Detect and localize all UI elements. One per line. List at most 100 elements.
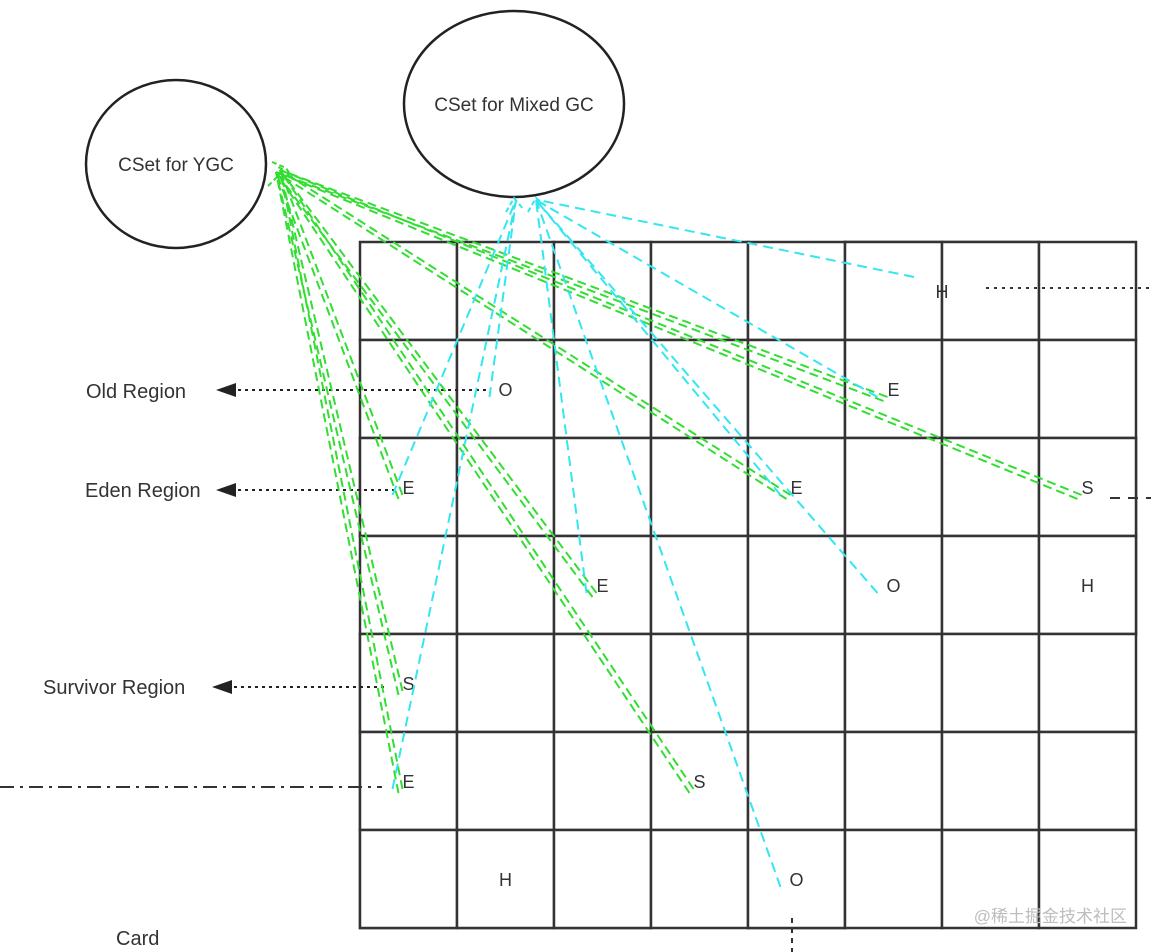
ygc-cset-links — [275, 169, 1082, 794]
ygc-link-line — [279, 169, 888, 398]
empty-region-cell — [940, 338, 1041, 440]
old-region-pointer — [216, 383, 490, 397]
region-h-label: H — [1081, 576, 1094, 596]
mixed-link-line — [535, 199, 782, 888]
empty-region-cell — [455, 436, 556, 538]
empty-region-cell — [455, 338, 556, 440]
empty-region-cell — [843, 436, 944, 538]
empty-region-cell — [1037, 730, 1138, 832]
ygc-arrowhead-icon — [267, 161, 295, 187]
empty-region-cell — [940, 240, 1041, 342]
empty-region-cell — [746, 436, 847, 538]
cset-ygc-label: CSet for YGC — [118, 155, 234, 176]
region-e-label: E — [887, 380, 899, 400]
empty-region-cell — [649, 436, 750, 538]
ygc-link-line — [279, 169, 695, 790]
ygc-link-line — [279, 169, 792, 496]
empty-region-cell — [552, 828, 653, 930]
empty-region-cell — [455, 730, 556, 832]
ygc-link-line — [275, 171, 884, 402]
eden-region-pointer — [216, 483, 395, 497]
empty-region-cell — [940, 730, 1041, 832]
cset-ygc-circle — [84, 78, 268, 250]
empty-region-cell — [940, 534, 1041, 636]
empty-region-cell — [358, 730, 459, 832]
ygc-link-line — [279, 169, 404, 692]
empty-region-cell — [746, 240, 847, 342]
mixed-link-line — [488, 199, 517, 398]
region-e-label: E — [790, 478, 802, 498]
region-o-label: O — [498, 380, 512, 400]
region-s-label: S — [693, 772, 705, 792]
arrowhead-icon — [212, 680, 232, 694]
cset-mixed-label: CSet for Mixed GC — [434, 95, 593, 116]
empty-region-cell — [746, 534, 847, 636]
empty-region-cell — [552, 534, 653, 636]
region-s-label: S — [402, 674, 414, 694]
empty-region-cell — [843, 828, 944, 930]
empty-region-cell — [940, 436, 1041, 538]
mixed-arrowhead-icon — [505, 196, 547, 213]
empty-region-cell — [1037, 828, 1138, 930]
ygc-link-line — [275, 171, 594, 598]
empty-region-cell — [940, 632, 1041, 734]
mixed-cset-links — [391, 199, 915, 888]
ygc-link-line — [279, 169, 1082, 496]
empty-region-cell — [1037, 338, 1138, 440]
empty-region-cell — [1037, 436, 1138, 538]
ygc-link-line — [275, 171, 1078, 500]
ygc-link-line — [279, 169, 404, 790]
empty-region-cell — [358, 436, 459, 538]
cset-mixed-node: CSet for Mixed GC — [402, 9, 626, 199]
empty-region-cell — [649, 632, 750, 734]
empty-region-cell — [843, 240, 944, 342]
empty-region-cell — [358, 828, 459, 930]
empty-region-cell — [552, 730, 653, 832]
empty-region-cell — [649, 240, 750, 342]
empty-region-cell — [649, 338, 750, 440]
region-e-label: E — [402, 772, 414, 792]
region-o-label: O — [789, 870, 803, 890]
empty-region-cell — [746, 730, 847, 832]
region-s-label: S — [1081, 478, 1093, 498]
empty-region-cell — [1037, 632, 1138, 734]
region-e-label: E — [402, 478, 414, 498]
mixed-link-line — [535, 199, 879, 594]
empty-region-cell — [649, 828, 750, 930]
empty-region-cell — [843, 730, 944, 832]
arrowhead-icon — [216, 383, 236, 397]
region-o-label: O — [886, 576, 900, 596]
cset-ygc-node: CSet for YGC — [84, 78, 268, 250]
empty-region-cell — [455, 632, 556, 734]
ygc-link-line — [279, 169, 598, 594]
empty-region-cell — [843, 632, 944, 734]
empty-region-cell — [746, 632, 847, 734]
survivor-region-label: Survivor Region — [43, 677, 185, 699]
region-h-label: H — [936, 282, 949, 302]
survivor-region-pointer — [212, 680, 385, 694]
empty-region-cell — [552, 632, 653, 734]
arrowhead-icon — [216, 483, 236, 497]
ygc-link-line — [275, 171, 788, 500]
empty-region-cell — [1037, 240, 1138, 342]
empty-region-cell — [455, 534, 556, 636]
old-region-label: Old Region — [86, 381, 186, 403]
mixed-link-line — [535, 199, 878, 398]
watermark: @稀土掘金技术社区 — [974, 907, 1127, 926]
ygc-link-line — [275, 171, 400, 696]
empty-region-cell — [552, 240, 653, 342]
card-label: Card — [116, 928, 159, 950]
mixed-link-line — [391, 199, 517, 496]
ygc-link-line — [275, 171, 691, 794]
eden-region-label: Eden Region — [85, 480, 201, 502]
ygc-link-line — [275, 171, 400, 500]
ygc-link-line — [279, 169, 404, 496]
empty-region-cell — [649, 534, 750, 636]
empty-region-cell — [746, 828, 847, 930]
region-h-label: H — [499, 870, 512, 890]
empty-region-cell — [843, 338, 944, 440]
empty-region-cell — [552, 436, 653, 538]
ygc-link-line — [275, 171, 400, 794]
